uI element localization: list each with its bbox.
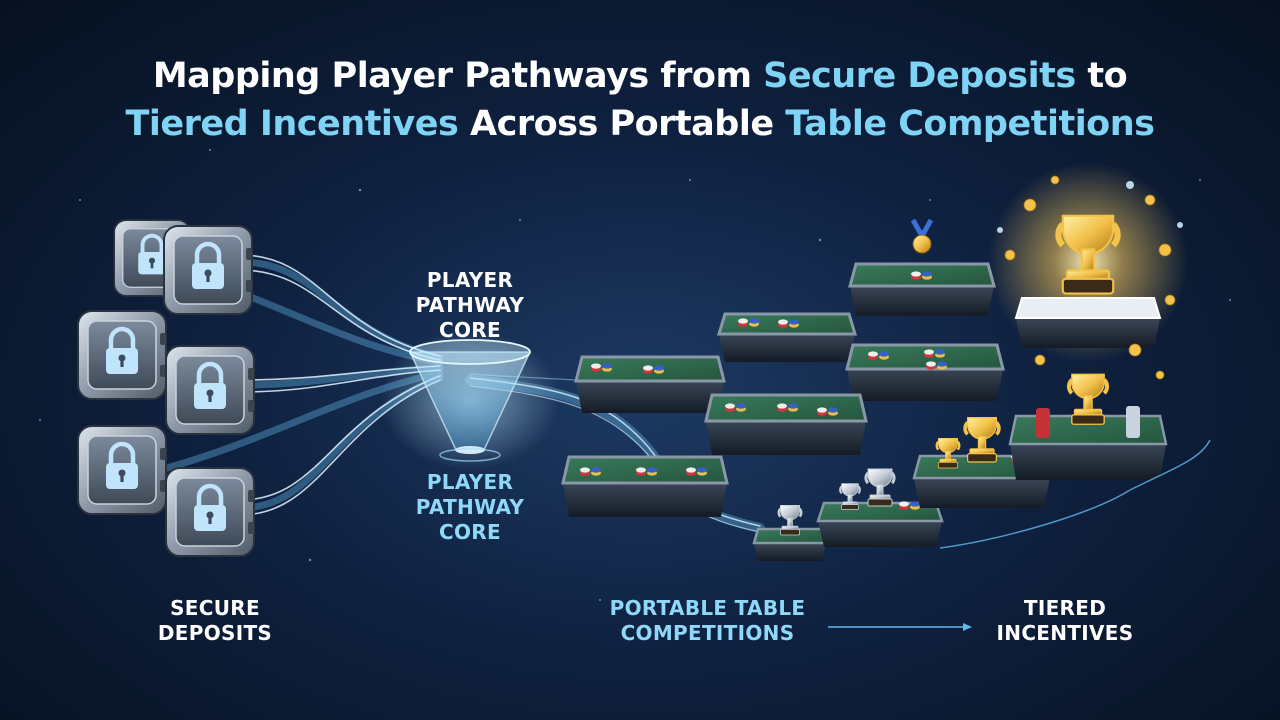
portable-table-competitions-label: PORTABLE TABLE COMPETITIONS [585,596,830,646]
core-label-line: PLAYER [426,470,514,494]
vault-icon [166,468,254,556]
portable-table-competitions [561,218,1005,517]
trophy-icon [1069,374,1107,424]
label-line: TIERED [1023,596,1107,620]
core-label-bottom: PLAYER PATHWAY CORE [400,470,540,545]
competition-table [845,343,1005,401]
trophy-icon [935,437,961,470]
medal-icon [910,218,934,254]
core-label-line: PLAYER [426,268,514,292]
tier-connector-line [939,439,1211,549]
core-label-line: PATHWAY [415,293,525,317]
player-pathway-core [380,330,560,470]
title-line-1: Mapping Player Pathways from Secure Depo… [0,52,1280,100]
tier-platform-top [988,162,1188,362]
tier-platform-4 [1008,374,1168,480]
competition-table [704,393,868,455]
coin-burst [1004,175,1176,380]
page-title: Mapping Player Pathways from Secure Depo… [0,52,1280,148]
competition-table [561,455,729,517]
label-line: COMPETITIONS [620,621,795,645]
secure-deposit-vaults [78,218,254,556]
title-highlight: Tiered Incentives [125,104,459,144]
trophy-icon [839,482,861,511]
competition-table [574,355,726,413]
core-label-top: PLAYER PATHWAY CORE [400,268,540,343]
flow-arrow [828,623,972,631]
tier-platform-2 [816,467,944,547]
tier-platform-1 [752,504,828,561]
title-highlight: Secure Deposits [763,56,1076,96]
label-line: INCENTIVES [996,621,1134,645]
label-line: PORTABLE TABLE [609,596,806,620]
competition-table [716,312,858,362]
core-label-line: CORE [439,520,501,544]
tiered-incentives-label: TIERED INCENTIVES [990,596,1140,646]
label-line: SECURE [170,596,260,620]
title-line-2: Tiered Incentives Across Portable Table … [0,100,1280,148]
title-highlight: Table Competitions [785,104,1155,144]
secure-deposits-label: SECURE DEPOSITS [140,596,290,646]
tiered-incentives [752,162,1211,561]
title-text: to [1075,56,1128,96]
background-sparkles [39,149,1231,601]
vault-icon [164,226,252,314]
trophy-icon [963,415,1001,464]
label-line: DEPOSITS [157,621,273,645]
trophy-icon [864,467,896,508]
core-label-line: CORE [439,318,501,342]
vault-icon [78,426,166,514]
title-text: Across Portable [458,104,786,144]
title-text: Mapping Player Pathways from [152,56,764,96]
competition-table [848,262,996,316]
vault-icon [166,346,254,434]
trophy-icon [777,504,803,537]
vault-icon [78,311,166,399]
core-label-line: PATHWAY [415,495,525,519]
